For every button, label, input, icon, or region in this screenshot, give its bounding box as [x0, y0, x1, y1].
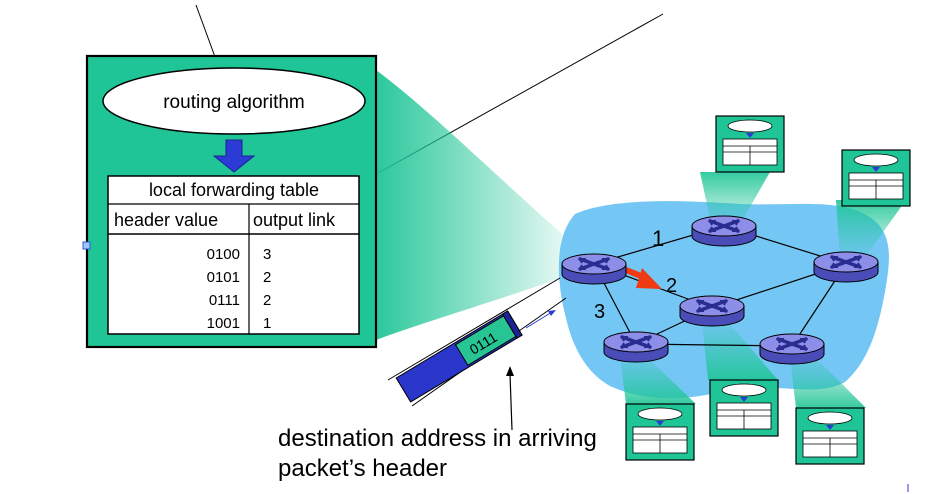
routing-algorithm-label: routing algorithm	[163, 92, 305, 113]
table-row-header: 0111	[209, 292, 240, 309]
caption-pointer	[509, 373, 513, 431]
table-row-link: 2	[263, 269, 271, 286]
mini-table-top	[715, 115, 785, 173]
table-title: local forwarding table	[149, 180, 319, 200]
router-center[interactable]	[678, 294, 746, 328]
router-bottom-left[interactable]	[602, 330, 670, 364]
mini-table-bottom-left	[625, 403, 695, 461]
column-output-link: output link	[253, 210, 336, 230]
link-label-1: 1	[652, 226, 664, 251]
routing-algorithm-ellipse[interactable]	[102, 67, 366, 135]
link-label-2: 2	[666, 275, 677, 297]
table-row-link: 1	[263, 315, 271, 332]
caption-line-1: destination address in arriving	[278, 425, 597, 452]
incoming-link-rail-top	[387, 277, 561, 381]
down-arrow-icon	[212, 139, 256, 173]
zoom-beam	[376, 70, 578, 340]
packet-tail-cap	[501, 310, 523, 339]
table-row-header: 0101	[207, 269, 240, 286]
stem-bl	[620, 356, 696, 404]
forwarding-table: local forwarding table header value outp…	[107, 175, 360, 335]
stem-br	[790, 358, 866, 408]
mini-table-bottom-right	[795, 407, 865, 465]
table-row-header: 1001	[207, 315, 240, 332]
stem-bm	[702, 322, 778, 380]
selection-handle[interactable]	[82, 241, 91, 250]
stem-right	[836, 200, 906, 256]
mini-table-right	[841, 149, 911, 207]
column-header-value: header value	[114, 210, 218, 230]
link-label-3: 3	[594, 301, 605, 323]
mini-table-bottom-mid	[709, 379, 779, 437]
router-right[interactable]	[812, 250, 880, 284]
packet[interactable]: 0111	[395, 310, 523, 403]
incoming-blue-arrow	[525, 311, 553, 329]
router-input[interactable]	[560, 252, 628, 286]
stem-top	[700, 172, 770, 228]
table-row-header: 0100	[207, 246, 240, 263]
forward-arrow-head	[636, 268, 662, 289]
table-row-link: 2	[263, 292, 271, 309]
router-bottom-right[interactable]	[758, 332, 826, 366]
caption-pointer-head	[506, 366, 514, 376]
router-top[interactable]	[690, 214, 758, 248]
caption-line-2: packet’s header	[278, 455, 447, 482]
table-row-link: 3	[263, 246, 271, 263]
incoming-blue-arrow-head	[548, 310, 556, 316]
